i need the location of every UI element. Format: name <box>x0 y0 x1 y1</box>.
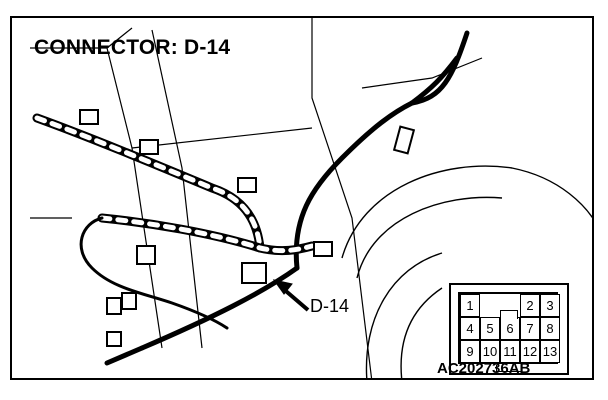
connector-lock-tab <box>500 310 518 319</box>
callout-arrow <box>272 279 310 312</box>
wheel-arch <box>341 165 592 378</box>
pin-cell: 7 <box>520 317 540 340</box>
pin-cell-blank <box>480 294 500 317</box>
connector-title: CONNECTOR: D-14 <box>34 36 231 59</box>
connector-callout-label: D-14 <box>310 296 350 316</box>
pin-grid: 1 2 3 4 5 6 7 8 9 10 11 12 13 <box>458 292 560 364</box>
pin-cell: 6 <box>500 317 520 340</box>
pin-cell: 11 <box>500 340 520 363</box>
main-harness <box>104 30 470 366</box>
harness-drawing <box>30 18 592 378</box>
pin-cell: 3 <box>540 294 560 317</box>
pin-cell: 5 <box>480 317 500 340</box>
diagram-code: AC202736AB <box>437 360 531 377</box>
body-outline <box>30 18 483 378</box>
connectors <box>79 109 416 347</box>
pin-cell: 4 <box>460 317 480 340</box>
pin-cell: 1 <box>460 294 480 317</box>
pin-cell: 12 <box>520 340 540 363</box>
diagram-frame: CONNECTOR: D-14 D-14 1 2 3 4 5 6 7 8 9 1… <box>10 16 594 380</box>
pin-layout-panel: 1 2 3 4 5 6 7 8 9 10 11 12 13 <box>449 283 569 375</box>
pin-cell: 9 <box>460 340 480 363</box>
pin-cell: 13 <box>540 340 560 363</box>
striped-harness <box>32 113 317 330</box>
pin-cell: 8 <box>540 317 560 340</box>
pin-cell: 10 <box>480 340 500 363</box>
connector-bottom-notch <box>496 365 522 372</box>
pin-cell: 2 <box>520 294 540 317</box>
